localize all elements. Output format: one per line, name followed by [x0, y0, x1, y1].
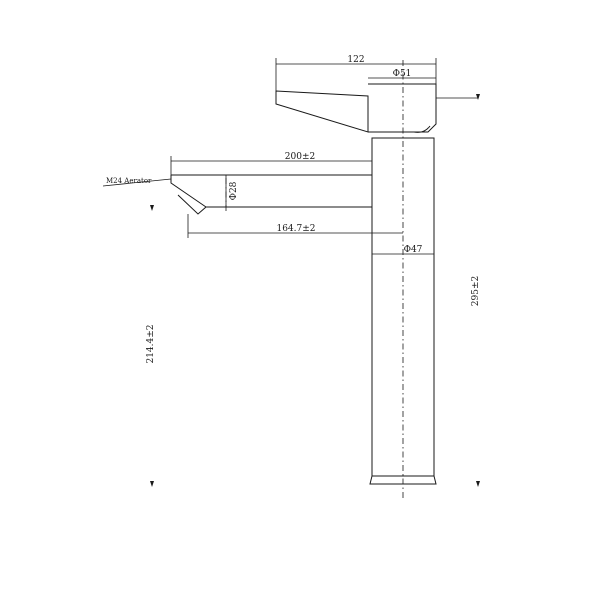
dimension-labels: 122 Φ51 200±2 Φ28 164.7±2 Φ47 295±2 214.…	[106, 55, 481, 364]
handle-cap-curve	[413, 125, 431, 133]
spout-tip	[170, 175, 207, 215]
handle-cartridge	[368, 83, 437, 133]
dim-overall-height: 295±2	[471, 276, 481, 306]
dim-body-diameter: Φ47	[404, 245, 423, 255]
faucet-outline	[170, 83, 437, 485]
centre-lines	[225, 60, 404, 500]
dim-handle-length: 122	[347, 55, 364, 65]
dim-spout-diameter: Φ28	[229, 181, 239, 200]
dimension-lines	[102, 58, 480, 487]
label-aerator: M24 Aerator	[106, 177, 152, 185]
dim-spout-height: 214.4±2	[146, 324, 156, 363]
dim-handle-diameter: Φ51	[393, 69, 412, 79]
handle-lever	[275, 90, 369, 133]
dim-aerator-reach: 164.7±2	[276, 224, 315, 234]
dim-spout-reach: 200±2	[285, 152, 315, 162]
